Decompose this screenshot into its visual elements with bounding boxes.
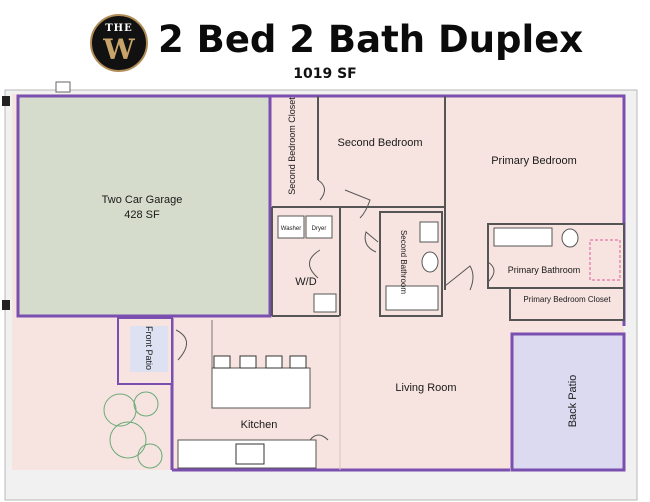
kitchen-island xyxy=(211,367,311,409)
shrub-2 xyxy=(133,391,159,417)
bar-stool-4 xyxy=(289,355,307,369)
range-icon xyxy=(235,443,265,465)
primary-bedroom-closet-label: Primary Bedroom Closet xyxy=(523,295,611,304)
primary-bathroom-label: Primary Bathroom xyxy=(508,265,581,275)
garage-post-top xyxy=(2,96,10,106)
page-title: 2 Bed 2 Bath Duplex xyxy=(158,18,584,61)
garage-label: Two Car Garage xyxy=(102,194,183,206)
washer-label: Washer xyxy=(281,226,301,232)
bathtub-icon xyxy=(385,285,439,311)
living-room-label: Living Room xyxy=(395,382,456,394)
primary-closet-room xyxy=(509,287,625,321)
washer-icon xyxy=(277,215,305,239)
garage-area-label: 428 SF xyxy=(124,209,160,221)
area-subtitle: 1019 SF xyxy=(293,66,357,82)
garage-area xyxy=(16,94,272,318)
garage-vent xyxy=(55,81,71,93)
front-patio-label: Front Patio xyxy=(144,326,154,370)
bath1-door-swing xyxy=(487,261,495,283)
kitchen-label: Kitchen xyxy=(241,419,278,431)
logo-text-w: W xyxy=(103,33,135,66)
dryer-label: Dryer xyxy=(312,226,327,232)
bar-stool-3 xyxy=(265,355,283,369)
front-patio-slab xyxy=(130,326,168,372)
bath2-sink-icon xyxy=(419,221,439,243)
shrub-3 xyxy=(109,421,147,459)
brand-logo: THE W xyxy=(90,14,148,72)
closet-door-swing xyxy=(317,179,325,201)
bar-stool-2 xyxy=(239,355,257,369)
garage-post-bottom xyxy=(2,300,10,310)
second-bedroom-label: Second Bedroom xyxy=(338,137,423,149)
back-patio-label: Back Patio xyxy=(567,375,579,428)
pantry-door-swing xyxy=(309,434,329,441)
shrub-4 xyxy=(137,443,163,469)
bar-stool-1 xyxy=(213,355,231,369)
double-vanity-icon xyxy=(493,227,553,247)
bath2-toilet-icon xyxy=(421,251,439,273)
entry-door-swing xyxy=(175,329,187,361)
wd-label: W/D xyxy=(295,276,316,288)
primary-door-swing xyxy=(444,265,474,291)
bedroom2-door-swing xyxy=(344,189,371,219)
primary-toilet-icon xyxy=(561,228,579,248)
dryer-icon xyxy=(305,215,333,239)
logo-text-the: THE xyxy=(105,23,133,34)
laundry-door-swing xyxy=(309,249,321,279)
bath2-door-swing xyxy=(364,231,379,253)
laundry-sink-icon xyxy=(313,293,337,313)
shower-outline xyxy=(589,239,621,281)
second-bedroom-closet-label: Second Bedroom Closet xyxy=(287,97,297,195)
second-bathroom-label: Second Bathroom xyxy=(399,230,408,294)
back-patio-area xyxy=(510,332,626,472)
primary-bedroom-label: Primary Bedroom xyxy=(491,155,577,167)
